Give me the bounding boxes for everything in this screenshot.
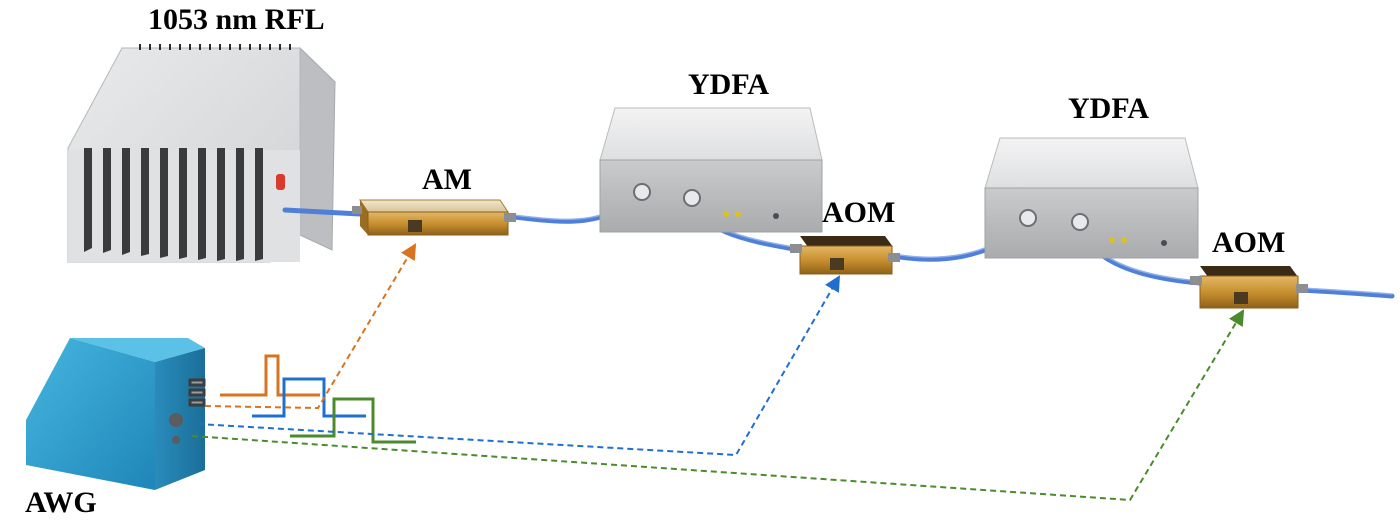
ydfa-box-2 (984, 137, 1199, 259)
laser-indicator-light (276, 174, 285, 190)
ydfa2-output-port (1071, 213, 1089, 231)
label-laser: 1053 nm RFL (148, 3, 325, 36)
aom-modulator-2 (1190, 266, 1308, 309)
aom-modulator-1 (790, 236, 900, 275)
waveform-am (220, 354, 320, 397)
waveform-aom1 (252, 377, 366, 418)
am-modulator (352, 199, 516, 236)
signal-line-aom1 (197, 275, 841, 457)
ydfa1-output-port (683, 189, 701, 207)
label-aom-1: AOM (822, 196, 896, 229)
signal-line-aom2 (191, 309, 1245, 502)
label-ydfa-1: YDFA (688, 68, 770, 101)
laser-box (67, 44, 337, 263)
laser-top-ridges (139, 44, 291, 50)
waveform-aom2 (290, 397, 416, 444)
signal-line-am (204, 243, 417, 410)
ydfa-box-1 (599, 107, 823, 233)
label-am: AM (422, 163, 472, 196)
label-aom-2: AOM (1212, 226, 1286, 259)
laser-heatsink-fins (84, 148, 263, 261)
awg-output-connectors (188, 378, 206, 407)
fiber-output (1297, 287, 1395, 299)
label-awg: AWG (25, 486, 97, 519)
awg-device (26, 338, 206, 490)
ydfa1-input-port (633, 183, 651, 201)
label-ydfa-2: YDFA (1068, 92, 1150, 125)
ydfa2-input-port (1019, 209, 1037, 227)
